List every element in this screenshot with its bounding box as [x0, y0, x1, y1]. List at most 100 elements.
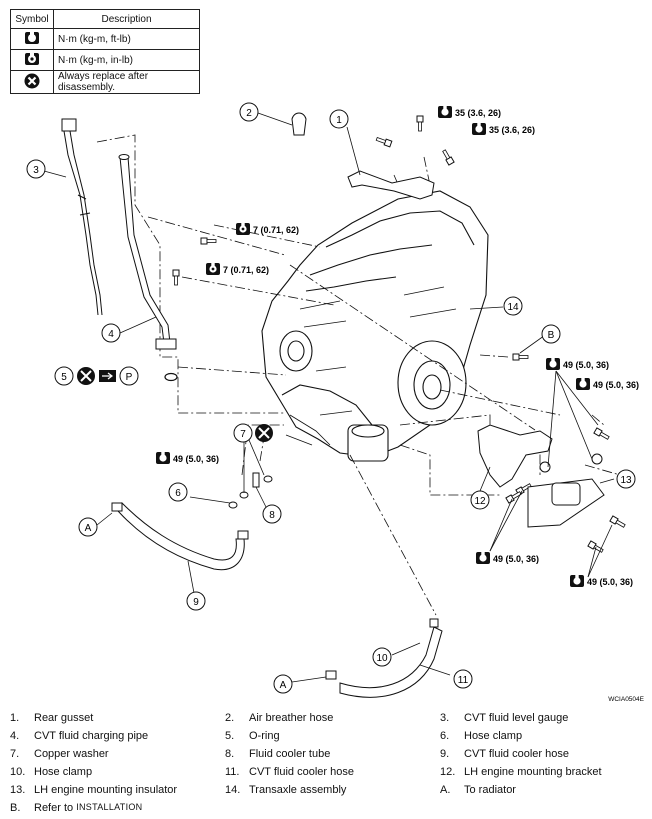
legend-name: CVT fluid cooler hose [249, 766, 354, 778]
installation-link[interactable]: INSTALLATION [76, 802, 143, 812]
o-ring [164, 372, 178, 382]
legend-name: LH engine mounting bracket [464, 766, 602, 778]
legend-num: 4. [10, 730, 20, 742]
callout-1: 1 [336, 115, 342, 126]
legend-name: Air breather hose [249, 712, 334, 724]
mounting-insulator [527, 478, 605, 528]
legend-item: 3. CVT fluid level gauge [440, 712, 640, 724]
callout-9: 9 [193, 597, 199, 608]
legend-name: CVT fluid level gauge [464, 712, 569, 724]
torque-49-c: 49 (5.0, 36) [173, 454, 219, 464]
callout-10: 10 [376, 653, 388, 664]
symbol-desc-1: N·m (kg-m, ft-lb) [53, 28, 200, 50]
legend-num: 12. [440, 766, 456, 778]
legend-item: 4. CVT fluid charging pipe [10, 730, 225, 742]
legend-row: 7. Copper washer 8. Fluid cooler tube 9. CV… [10, 745, 642, 763]
legend-name: Hose clamp [464, 730, 523, 742]
legend-name: Fluid cooler tube [249, 748, 331, 760]
legend-item: 10. Hose clamp [10, 766, 225, 778]
callout-4: 4 [108, 329, 114, 340]
legend-name: Hose clamp [34, 766, 93, 778]
legend-item: 14. Transaxle assembly [225, 784, 440, 796]
replace-x-icon [10, 70, 54, 94]
symbol-desc-2: N·m (kg-m, in-lb) [53, 49, 200, 71]
callout-7: 7 [240, 429, 246, 440]
torque-wrench-small-icon [10, 49, 54, 71]
legend-name: LH engine mounting insulator [34, 784, 178, 796]
legend-num: 5. [225, 730, 235, 742]
cooler-hose-9 [117, 502, 245, 571]
legend-item: 11. CVT fluid cooler hose [225, 766, 440, 778]
torque-49-b: 49 (5.0, 36) [593, 380, 639, 390]
cooler-hose-11 [339, 626, 443, 698]
torque-wrench-icon [10, 28, 54, 50]
legend-num: 11. [225, 766, 240, 778]
torque-49-e: 49 (5.0, 36) [587, 577, 633, 587]
description-header: Description [53, 9, 200, 29]
callout-11: 11 [458, 675, 469, 686]
legend-num: 8. [225, 748, 235, 760]
lubricant-icon [99, 370, 116, 382]
legend-row: B. Refer to INSTALLATION [10, 799, 642, 817]
legend-item: 6. Hose clamp [440, 730, 640, 742]
torque-35-a: 35 (3.6, 26) [455, 108, 501, 118]
callout-3: 3 [33, 165, 39, 176]
callout-p: P [126, 372, 133, 383]
callout-b: B [548, 330, 555, 341]
callout-12: 12 [474, 496, 486, 507]
legend-num: A. [440, 784, 451, 796]
legend-item: 12. LH engine mounting bracket [440, 766, 640, 778]
torque-35-b: 35 (3.6, 26) [489, 125, 535, 135]
legend-item: 7. Copper washer [10, 748, 225, 760]
exploded-view-diagram: 35 (3.6, 26) 35 (3.6, 26) 7 (0.71, 62) 7… [26, 102, 645, 703]
legend-num: B. [10, 802, 21, 814]
callout-6: 6 [175, 488, 181, 499]
torque-49-d: 49 (5.0, 36) [493, 554, 539, 564]
legend-num: 6. [440, 730, 450, 742]
parts-legend: 1. Rear gusset 2.Air breather hose 3. CVT … [10, 709, 642, 817]
legend-item: 13.LH engine mounting insulator [10, 784, 225, 796]
legend-name: Rear gusset [34, 712, 94, 724]
torque-7-b: 7 (0.71, 62) [223, 265, 269, 275]
fluid-level-gauge [61, 118, 103, 316]
fluid-cooler-tube [228, 472, 273, 509]
mounting-bracket [477, 424, 553, 488]
legend-row: 13.LH engine mounting insulator 14. Trans… [10, 781, 642, 799]
torque-labels: 35 (3.6, 26) 35 (3.6, 26) 7 (0.71, 62) 7… [156, 105, 639, 587]
legend-row: 10. Hose clamp 11. CVT fluid cooler hose 1… [10, 763, 642, 781]
legend-num: 9. [440, 748, 450, 760]
legend-item: 2.Air breather hose [225, 712, 440, 724]
legend-item: 5. O-ring [225, 730, 440, 742]
callouts [26, 102, 636, 694]
callout-a-upper: A [85, 523, 92, 534]
legend-num: 7. [10, 748, 20, 760]
callout-2: 2 [246, 108, 252, 119]
legend-num: 3. [440, 712, 450, 724]
legend-name: To radiator [464, 784, 516, 796]
legend-num: 10. [10, 766, 26, 778]
legend-item: 8. Fluid cooler tube [225, 748, 440, 760]
legend-row: 4. CVT fluid charging pipe 5. O-ring 6. Hos… [10, 727, 642, 745]
legend-num: 14. [225, 784, 241, 796]
legend-item: 1. Rear gusset [10, 712, 225, 724]
legend-name: CVT fluid charging pipe [34, 730, 149, 742]
legend-name: Transaxle assembly [249, 784, 347, 796]
figure-code: WCIA0504E [608, 696, 644, 703]
callout-14: 14 [507, 302, 519, 313]
legend-item: A. To radiator [440, 784, 640, 796]
torque-7-a: 7 (0.71, 62) [253, 225, 299, 235]
legend-item: 9. CVT fluid cooler hose [440, 748, 640, 760]
legend-name: Copper washer [34, 748, 109, 760]
symbol-desc-3: Always replace after disassembly. [53, 70, 200, 94]
callout-13: 13 [620, 475, 632, 486]
air-breather-hose [291, 112, 307, 136]
symbol-table: Symbol Description N·m (kg-m, ft-lb) N·m… [10, 9, 200, 94]
legend-name: CVT fluid cooler hose [464, 748, 569, 760]
callout-5: 5 [61, 372, 67, 383]
legend-name: O-ring [249, 730, 280, 742]
transaxle-assembly [261, 190, 489, 462]
symbol-header: Symbol [10, 9, 54, 29]
legend-num: 1. [10, 712, 20, 724]
rear-gusset [347, 170, 435, 200]
replace-x-icon [77, 367, 273, 442]
